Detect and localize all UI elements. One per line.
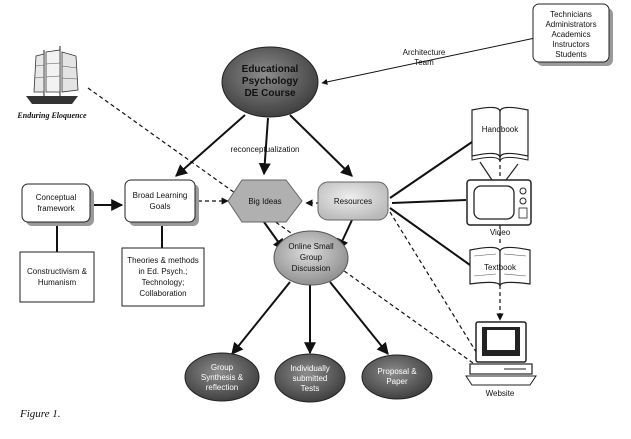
- handbook-node: Handbook: [471, 106, 529, 163]
- textbook-node: Textbook: [469, 246, 531, 287]
- audience-line-1: Technicians: [550, 10, 592, 19]
- constructivism-line-1: Constructivism &: [27, 267, 88, 276]
- big-ideas-label: Big Ideas: [248, 197, 281, 206]
- edge-resources-to-website: [389, 211, 479, 356]
- edge-discussion-to-proposal: [329, 281, 389, 355]
- constructivism-line-2: Humanism: [38, 278, 77, 287]
- edge-course-to-resources: [289, 114, 353, 177]
- audience-line-5: Students: [555, 50, 587, 59]
- tests-line-3: Tests: [301, 384, 320, 393]
- figure-caption: Figure 1.: [19, 408, 61, 420]
- group-line-1: Group: [211, 363, 234, 372]
- handbook-label: Handbook: [482, 125, 519, 134]
- course-node: Educational Psychology DE Course: [221, 46, 319, 118]
- edge-audience-to-course: [321, 37, 536, 85]
- theories-box: Theories & methods in Ed. Psych.; Techno…: [121, 247, 205, 307]
- enduring-eloquence-logo: Enduring Eloquence: [16, 46, 87, 120]
- tests-line-1: Individually: [290, 364, 330, 373]
- audience-box: Technicians Administrators Academics Ins…: [532, 3, 613, 66]
- resources-label: Resources: [334, 197, 372, 206]
- edge-logo-to-website: [87, 87, 481, 369]
- theories-line-1: Theories & methods: [127, 256, 199, 265]
- proposal-line-2: Paper: [386, 377, 408, 386]
- audience-line-4: Instructors: [552, 40, 589, 49]
- audience-line-2: Administrators: [545, 20, 596, 29]
- architecture-team-label: Architecture Team: [403, 48, 446, 67]
- discussion-line-2: Group: [300, 253, 323, 262]
- architecture-line-1: Architecture: [403, 48, 446, 57]
- group-line-3: reflection: [206, 383, 238, 392]
- edge-resources-to-handbook: [389, 141, 473, 199]
- edge-resources-to-textbook: [389, 207, 471, 266]
- proposal-node: Proposal & Paper: [361, 354, 433, 400]
- edge-resources-to-video: [391, 199, 467, 204]
- big-ideas-node: Big Ideas: [227, 179, 303, 223]
- course-line-3: DE Course: [244, 88, 296, 99]
- textbook-label: Textbook: [484, 263, 517, 272]
- website-label: Website: [486, 389, 515, 398]
- logo-caption: Enduring Eloquence: [16, 111, 87, 120]
- tests-line-2: submitted: [293, 374, 328, 383]
- tests-node: Individually submitted Tests: [274, 353, 346, 403]
- group-line-2: Synthesis &: [201, 373, 244, 382]
- discussion-line-3: Discussion: [292, 264, 331, 273]
- video-node: Video: [466, 161, 532, 237]
- conceptual-line-1: Conceptual: [36, 193, 77, 202]
- goals-line-1: Broad Learning: [133, 191, 188, 200]
- website-node: Website: [465, 321, 537, 398]
- resources-node: Resources: [317, 181, 389, 221]
- constructivism-box: Constructivism & Humanism: [19, 251, 95, 303]
- theories-line-3: Technology;: [142, 278, 185, 287]
- audience-line-3: Academics: [551, 30, 590, 39]
- conceptual-framework-box: Conceptual framework: [21, 183, 94, 226]
- architecture-line-2: Team: [414, 58, 434, 67]
- discussion-line-1: Online Small: [288, 242, 334, 251]
- theories-line-2: in Ed. Psych.;: [139, 267, 188, 276]
- video-label: Video: [490, 228, 511, 237]
- theories-line-4: Collaboration: [139, 289, 186, 298]
- course-line-1: Educational: [242, 64, 299, 75]
- course-line-2: Psychology: [242, 76, 299, 87]
- reconceptualization-label: reconceptualization: [231, 145, 300, 154]
- edge-course-to-goals: [175, 114, 246, 177]
- goals-line-2: Goals: [150, 202, 171, 211]
- broad-goals-box: Broad Learning Goals: [124, 179, 199, 226]
- proposal-line-1: Proposal &: [377, 367, 417, 376]
- edge-course-to-bigideas: [258, 117, 271, 176]
- discussion-node: Online Small Group Discussion: [273, 230, 349, 286]
- group-synthesis-node: Group Synthesis & reflection: [184, 352, 260, 402]
- edge-discussion-to-group: [231, 281, 291, 355]
- conceptual-line-2: framework: [37, 204, 75, 213]
